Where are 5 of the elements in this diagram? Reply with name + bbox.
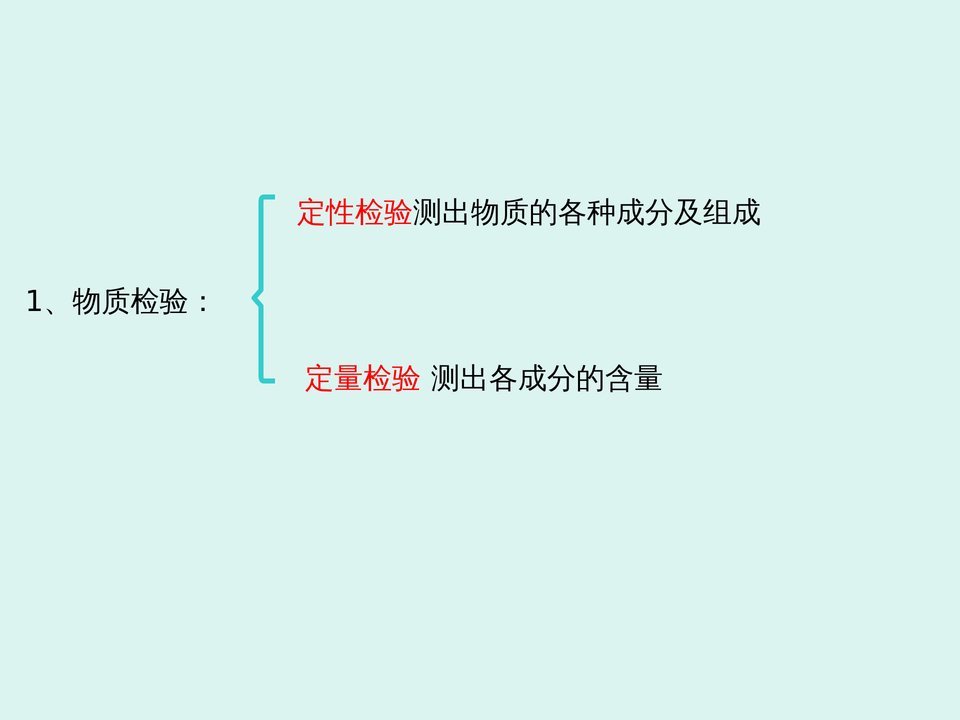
term-text: 定量检验: [305, 360, 421, 396]
definition-text: 测出物质的各种成分及组成: [413, 194, 761, 230]
heading-text: 1、物质检验：: [25, 283, 218, 319]
term-text: 定性检验: [297, 194, 413, 230]
definition-text: 测出各成分的含量: [431, 360, 663, 396]
